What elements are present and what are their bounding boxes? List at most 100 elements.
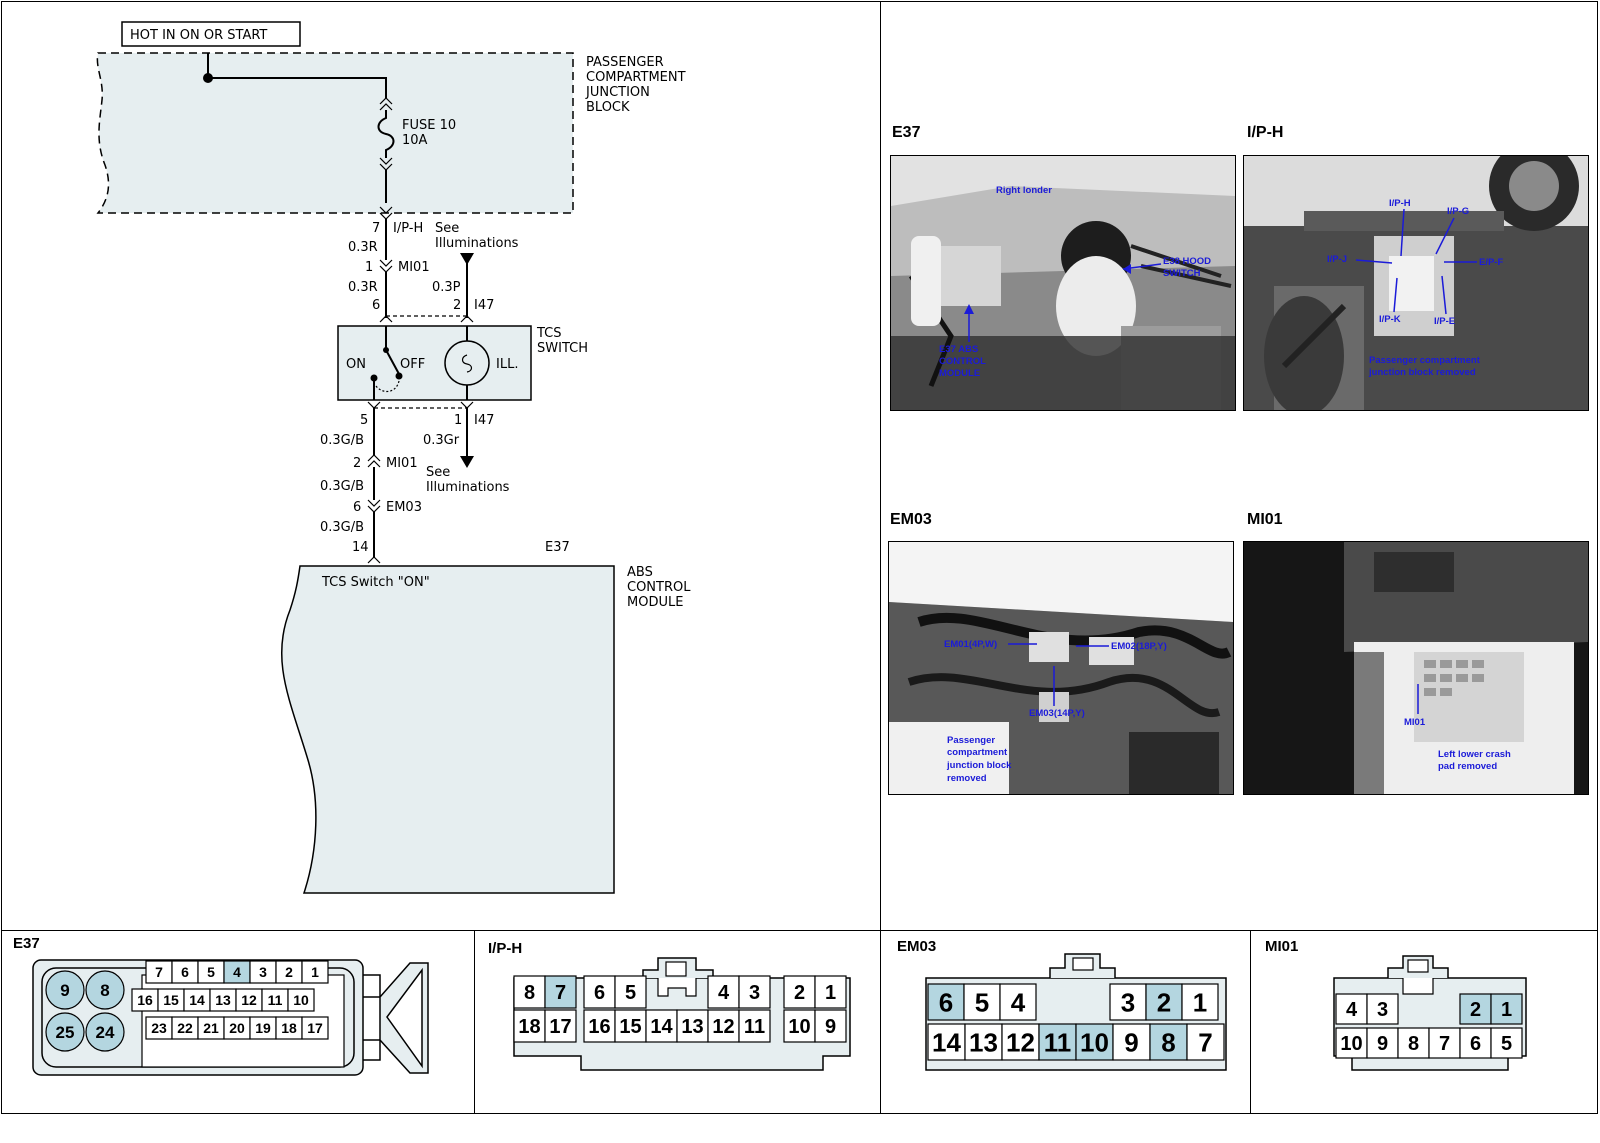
mi01-name-bottom: MI01 xyxy=(386,456,418,471)
callout-iph: I/P-H xyxy=(1389,198,1411,209)
power-label: HOT IN ON OR START xyxy=(130,28,267,43)
photo-title-iph: I/P-H xyxy=(1247,124,1284,141)
abs-module-outline xyxy=(280,565,615,894)
iph-pin-label-7: 7 xyxy=(555,982,566,1004)
e37-pin-label-12: 12 xyxy=(241,992,257,1008)
mi01-pin-5 xyxy=(1490,1027,1523,1059)
i47-bottom: I47 xyxy=(474,413,494,428)
wire-03gb-c: 0.3G/B xyxy=(320,520,364,535)
iph-pin-10 xyxy=(783,1009,816,1043)
mi01-bottom-connector-symbol xyxy=(367,454,381,468)
em03-pin-7 xyxy=(1186,1023,1225,1061)
junction-block-label-1: PASSENGER xyxy=(586,55,664,70)
page-frame xyxy=(1,1,1598,1114)
e37-pin: 14 xyxy=(352,540,369,555)
e37-pin-25 xyxy=(45,1012,85,1052)
iph-pin-label-14: 14 xyxy=(650,1016,673,1038)
em03-pin-12 xyxy=(1001,1023,1040,1061)
abs-module-label-2: CONTROL xyxy=(627,580,691,595)
iph-pin-label-4: 4 xyxy=(718,982,730,1004)
callout-crash-pad-1: Left lower crash xyxy=(1438,749,1511,760)
iph-pin-label-2: 2 xyxy=(794,982,805,1004)
em03-pin-label-11: 11 xyxy=(1044,1027,1072,1057)
iph-pin-7 xyxy=(544,975,577,1009)
iph-pin-11 xyxy=(738,1009,771,1043)
callout-ipg: I/P-G xyxy=(1447,206,1469,217)
iph-pin-4 xyxy=(707,975,740,1009)
iph-pin: 7 xyxy=(372,221,380,236)
em03-pin-label-1: 1 xyxy=(1193,987,1207,1017)
e37-pin-label-16: 16 xyxy=(137,992,153,1008)
photo-title-mi01: MI01 xyxy=(1247,511,1283,528)
em03-pin-3 xyxy=(1109,983,1147,1021)
fuse-symbol xyxy=(377,110,395,158)
callout-ipe: I/P-E xyxy=(1434,316,1455,327)
em03-pin-5 xyxy=(963,983,1001,1021)
e37-pin-label-25: 25 xyxy=(56,1023,75,1042)
switch-pin-1: 1 xyxy=(454,413,462,428)
mi01-pin-bottom: 2 xyxy=(353,456,361,471)
em03-pin-8 xyxy=(1149,1023,1188,1061)
see-illum-top-2: Illuminations xyxy=(435,236,519,251)
em03-pin-13 xyxy=(964,1023,1003,1061)
e37-pin-label-18: 18 xyxy=(281,1020,297,1036)
callout-em01: EM01(4P,W) xyxy=(944,639,997,650)
e37-pin-label-11: 11 xyxy=(268,992,283,1008)
mi01-name-top: MI01 xyxy=(398,260,430,275)
mi01-pin-label-10: 10 xyxy=(1340,1033,1362,1055)
iph-pin-3 xyxy=(738,975,771,1009)
mi01-pin-label-3: 3 xyxy=(1377,999,1388,1021)
e37-pin-label-3: 3 xyxy=(259,964,267,980)
iph-pin-label-12: 12 xyxy=(712,1016,734,1038)
i47-top: I47 xyxy=(474,298,494,313)
e37-pin-label-22: 22 xyxy=(177,1020,193,1036)
em03-pin-2 xyxy=(1145,983,1183,1021)
iph-pin-16 xyxy=(583,1009,616,1043)
mi01-pin-7 xyxy=(1428,1027,1461,1059)
e37-pin-label-23: 23 xyxy=(151,1020,167,1036)
callout-ipk: I/P-K xyxy=(1379,314,1401,325)
iph-pin-label-16: 16 xyxy=(588,1016,610,1038)
illum-arrow-bottom xyxy=(460,456,474,468)
em03-pin-label-4: 4 xyxy=(1011,987,1026,1017)
iph-name: I/P-H xyxy=(393,221,423,236)
callout-crash-pad-2: pad removed xyxy=(1438,761,1497,772)
em03-pin-label-9: 9 xyxy=(1124,1027,1138,1057)
fuse-connector-top xyxy=(379,97,393,111)
iph-pin-label-18: 18 xyxy=(518,1016,540,1038)
callout-pcjb-em-2: compartment xyxy=(947,747,1008,758)
mi01-pin-label-2: 2 xyxy=(1470,999,1481,1021)
wiring-schematic: HOT IN ON OR START PASSENGER COMPARTMENT… xyxy=(96,21,691,894)
e37-pin-label-5: 5 xyxy=(207,964,215,980)
fuse-rating: 10A xyxy=(402,133,428,148)
mi01-top-connector-symbol xyxy=(379,259,393,273)
em03-pin-9 xyxy=(1112,1023,1151,1061)
e37-pin-label-20: 20 xyxy=(229,1020,245,1036)
callout-em02: EM02(18P,Y) xyxy=(1111,641,1167,652)
wire-03gr: 0.3Gr xyxy=(423,433,460,448)
tcs-switch-label-1: TCS xyxy=(536,326,562,341)
em03-pin-1 xyxy=(1181,983,1219,1021)
em03-pin-label-12: 12 xyxy=(1006,1027,1035,1057)
callout-pcjb-em-3: junction block xyxy=(946,760,1012,771)
callout-mi01: MI01 xyxy=(1404,717,1426,728)
em03-pin-6 xyxy=(927,983,965,1021)
e37-pin-label-1: 1 xyxy=(311,964,319,980)
iph-pin-label-9: 9 xyxy=(825,1016,836,1038)
see-illum-bottom-1: See xyxy=(426,465,450,480)
iph-pin-15 xyxy=(614,1009,647,1043)
iph-pin-18 xyxy=(513,1009,546,1043)
e37-pin-10 xyxy=(287,988,315,1012)
callout-e38-hood-1: E38 HOOD xyxy=(1163,256,1211,267)
switch-pin-2: 2 xyxy=(453,298,461,313)
tcs-switch-box xyxy=(337,325,532,401)
iph-pin-13 xyxy=(676,1009,709,1043)
wire-03r-a: 0.3R xyxy=(348,240,378,255)
tcs-on-label: TCS Switch "ON" xyxy=(321,575,430,590)
mi01-pin-label-1: 1 xyxy=(1501,999,1512,1021)
